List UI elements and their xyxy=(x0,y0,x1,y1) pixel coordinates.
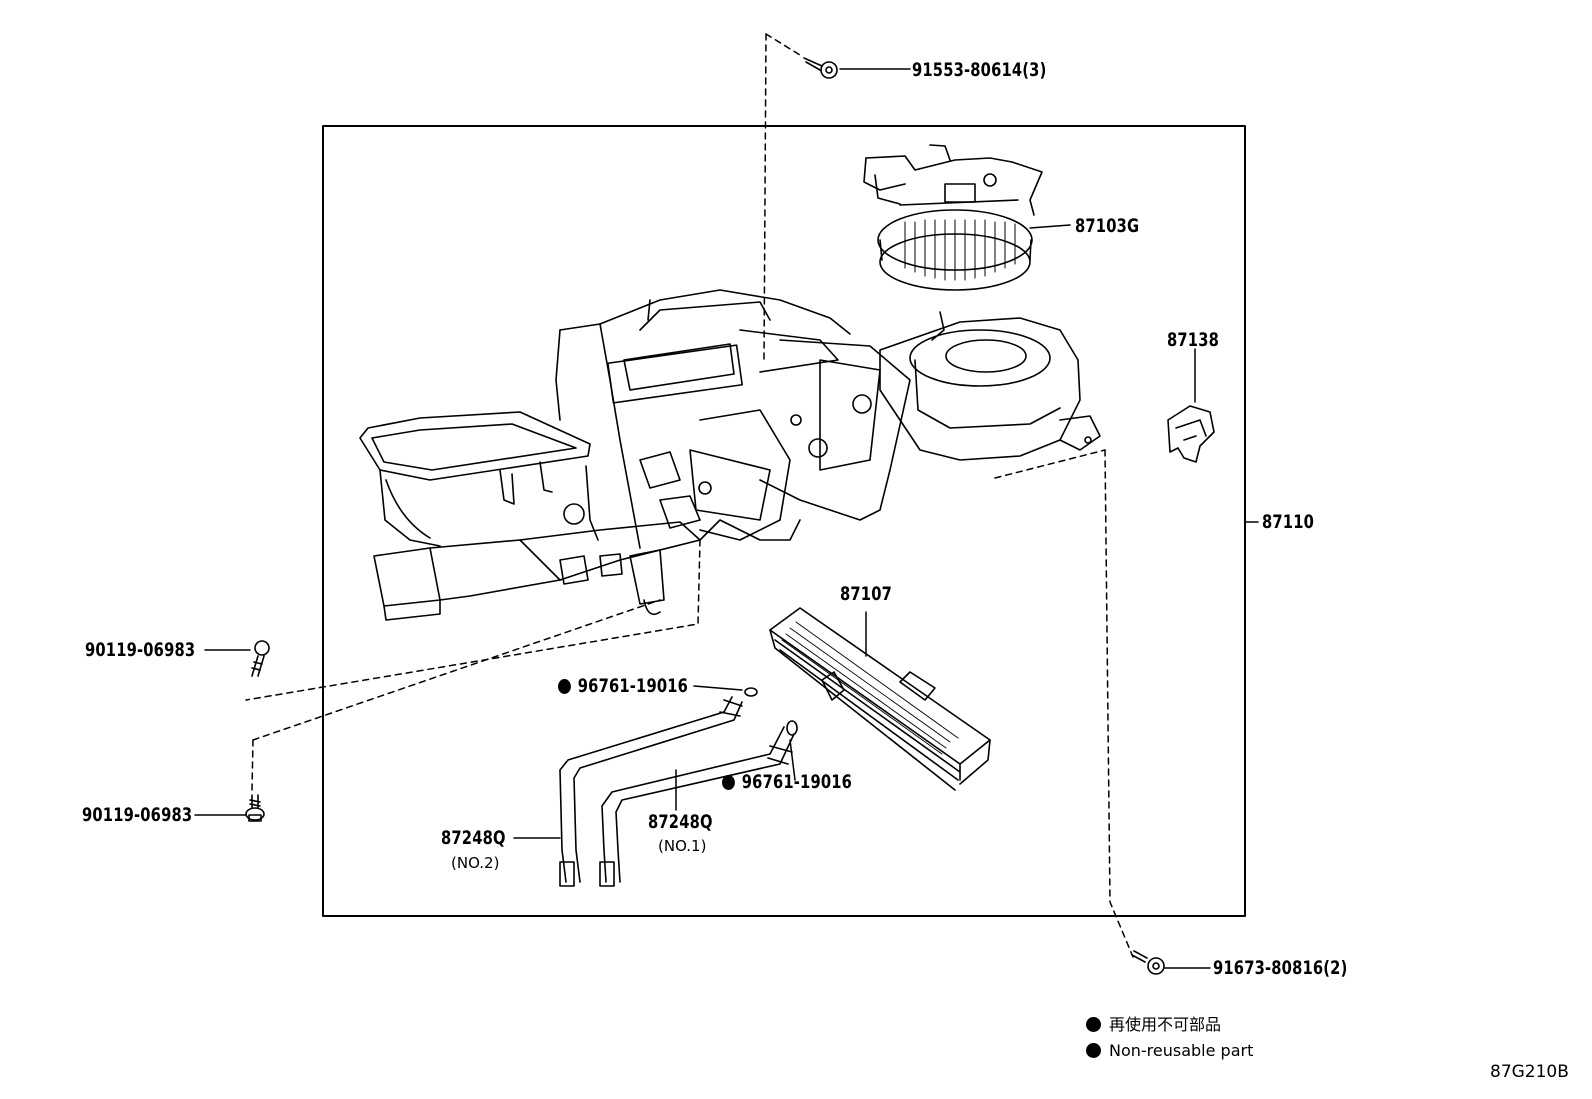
label-oring-upper: 96761-19016 xyxy=(558,676,688,696)
label-pipe-no1-note: (NO.1) xyxy=(658,837,707,855)
guide-lines xyxy=(245,33,1134,958)
screw-left-upper-drawing xyxy=(251,640,270,677)
leader-lines xyxy=(194,68,1259,969)
label-screw-top: 91553-80614(3) xyxy=(912,59,1047,81)
legend-line-1: 再使用不可部品 xyxy=(1086,1016,1221,1034)
label-bolt-bottom: 91673-80816(2) xyxy=(1213,957,1348,979)
bolt-bottom-drawing xyxy=(1131,950,1165,975)
non-reusable-dot-icon xyxy=(1086,1043,1101,1058)
heater-pipes-drawing xyxy=(559,696,795,887)
resistor-drawing xyxy=(1167,405,1215,463)
label-unit-assy: 87110 xyxy=(1262,511,1315,533)
label-screw-left-upper: 90119-06983 xyxy=(85,639,196,661)
non-reusable-dot-icon xyxy=(558,679,571,694)
non-reusable-dot-icon xyxy=(722,775,735,790)
legend-line-2: Non-reusable part xyxy=(1086,1042,1253,1060)
oring-lower-drawing xyxy=(786,720,798,736)
label-screw-left-lower: 90119-06983 xyxy=(82,804,193,826)
label-oring-lower: 96761-19016 xyxy=(722,772,852,792)
label-heater-core: 87107 xyxy=(840,583,893,605)
assembly-frame xyxy=(322,125,1246,917)
label-resistor: 87138 xyxy=(1167,329,1220,351)
screw-left-lower-drawing xyxy=(245,794,265,822)
label-pipe-no2: 87248Q xyxy=(441,827,506,849)
label-blower-motor: 87103G xyxy=(1075,215,1140,237)
heater-core-drawing xyxy=(769,607,991,791)
label-pipe-no1: 87248Q xyxy=(648,811,713,833)
label-pipe-no2-note: (NO.2) xyxy=(451,854,500,872)
non-reusable-dot-icon xyxy=(1086,1017,1101,1032)
blower-motor-drawing xyxy=(863,144,1043,291)
diagram-code: 87G210B xyxy=(1490,1062,1569,1082)
heater-unit-drawing xyxy=(359,289,1101,621)
screw-top-drawing xyxy=(803,57,838,79)
oring-upper-drawing xyxy=(744,687,758,697)
